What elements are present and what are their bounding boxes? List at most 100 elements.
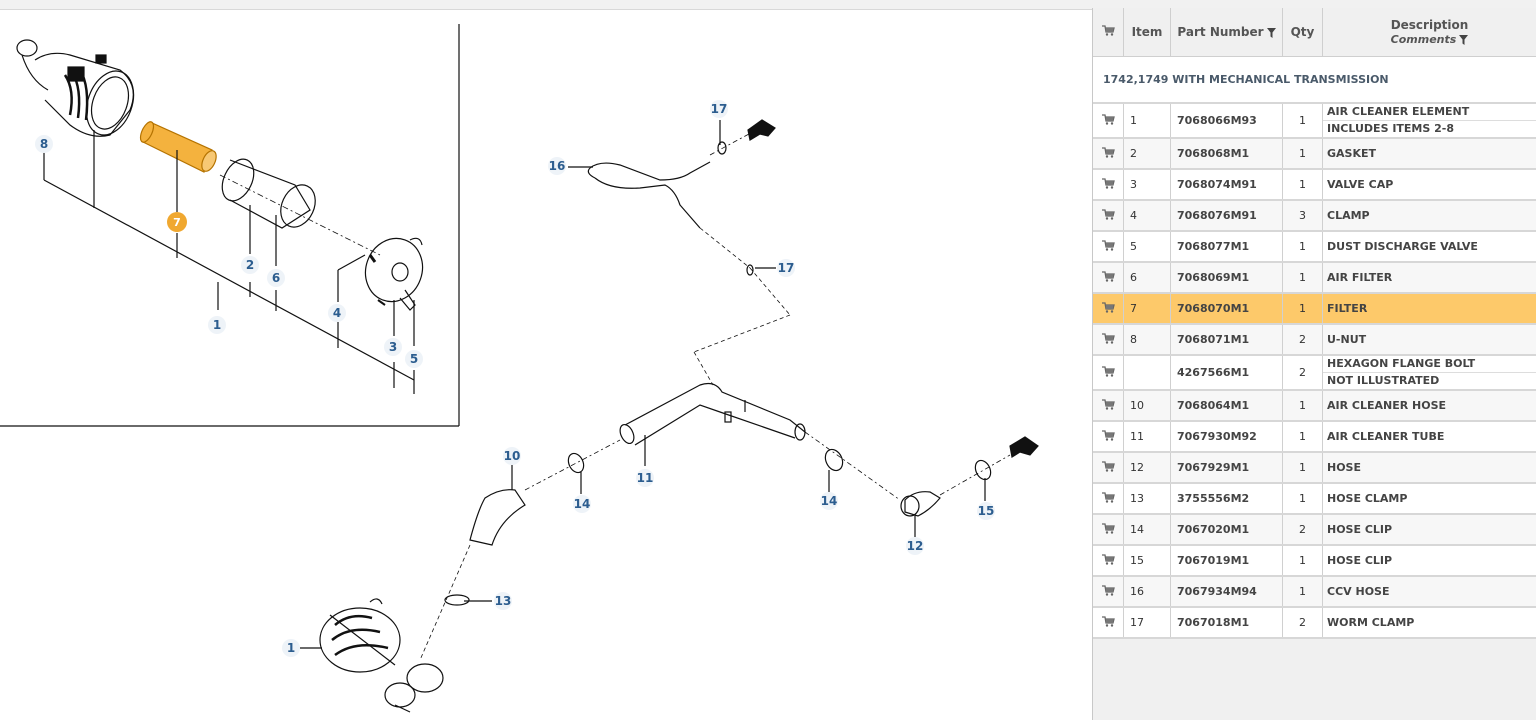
callout-inset-1[interactable]: 1 <box>208 316 226 334</box>
svg-text:8: 8 <box>40 137 48 151</box>
add-to-cart-button[interactable] <box>1093 138 1124 169</box>
row-qty: 2 <box>1283 324 1323 355</box>
row-part-number[interactable]: 7068069M1 <box>1171 262 1283 293</box>
filter-icon[interactable] <box>1459 35 1468 45</box>
callout-inset-3[interactable]: 3 <box>384 338 402 356</box>
add-to-cart-button[interactable] <box>1093 576 1124 607</box>
callout-main-16[interactable]: 16 <box>548 157 566 175</box>
row-part-number[interactable]: 7068074M91 <box>1171 169 1283 200</box>
row-item: 8 <box>1124 324 1171 355</box>
row-part-number[interactable]: 7068071M1 <box>1171 324 1283 355</box>
add-to-cart-button[interactable] <box>1093 324 1124 355</box>
row-description-cell: VALVE CAP <box>1323 169 1536 200</box>
table-empty-area <box>1093 639 1536 720</box>
callout-main-1[interactable]: 1 <box>282 639 300 657</box>
callout-main-14b[interactable]: 14 <box>820 492 838 510</box>
row-description-cell: GASKET <box>1323 138 1536 169</box>
row-part-number[interactable]: 7068076M91 <box>1171 200 1283 231</box>
cart-icon <box>1102 210 1115 223</box>
callout-main-11[interactable]: 11 <box>636 469 654 487</box>
header-item[interactable]: Item <box>1124 8 1171 57</box>
header-qty[interactable]: Qty <box>1283 8 1323 57</box>
row-description: HOSE <box>1323 461 1536 474</box>
header-part-number[interactable]: Part Number <box>1171 8 1283 57</box>
cart-icon <box>1102 272 1115 285</box>
add-to-cart-button[interactable] <box>1093 452 1124 483</box>
cart-icon <box>1102 524 1115 537</box>
row-item: 11 <box>1124 421 1171 452</box>
row-description: WORM CLAMP <box>1323 616 1536 629</box>
row-item: 13 <box>1124 483 1171 514</box>
row-part-number[interactable]: 4267566M1 <box>1171 355 1283 390</box>
cart-icon <box>1102 493 1115 506</box>
row-part-number[interactable]: 7067019M1 <box>1171 545 1283 576</box>
add-to-cart-button[interactable] <box>1093 103 1124 138</box>
callout-inset-2[interactable]: 2 <box>241 256 259 274</box>
add-to-cart-button[interactable] <box>1093 200 1124 231</box>
filter-icon[interactable] <box>1267 28 1276 38</box>
add-to-cart-button[interactable] <box>1093 483 1124 514</box>
callout-main-17b[interactable]: 17 <box>777 259 795 277</box>
main-assembly-diagram <box>300 120 1038 712</box>
row-part-number[interactable]: 7068070M1 <box>1171 293 1283 324</box>
row-description-cell: CLAMP <box>1323 200 1536 231</box>
row-part-number[interactable]: 7068064M1 <box>1171 390 1283 421</box>
row-qty: 1 <box>1283 103 1323 138</box>
callout-main-12[interactable]: 12 <box>906 537 924 555</box>
add-to-cart-button[interactable] <box>1093 421 1124 452</box>
row-part-number[interactable]: 7067020M1 <box>1171 514 1283 545</box>
callout-main-10[interactable]: 10 <box>503 447 521 465</box>
row-part-number[interactable]: 3755556M2 <box>1171 483 1283 514</box>
callout-inset-7-selected[interactable]: 7 <box>167 212 187 232</box>
callout-main-13[interactable]: 13 <box>494 592 512 610</box>
callout-main-17a[interactable]: 17 <box>710 100 728 118</box>
row-description-cell: AIR CLEANER TUBE <box>1323 421 1536 452</box>
add-to-cart-button[interactable] <box>1093 390 1124 421</box>
row-description-cell: HOSE CLIP <box>1323 514 1536 545</box>
row-part-number[interactable]: 7067930M92 <box>1171 421 1283 452</box>
cart-icon <box>1102 241 1115 254</box>
add-to-cart-button[interactable] <box>1093 355 1124 390</box>
callout-inset-4[interactable]: 4 <box>328 304 346 322</box>
row-item: 17 <box>1124 607 1171 638</box>
row-qty: 1 <box>1283 138 1323 169</box>
filter-element-7[interactable] <box>138 120 219 174</box>
row-part-number[interactable]: 7068068M1 <box>1171 138 1283 169</box>
callout-inset-6[interactable]: 6 <box>267 269 285 287</box>
row-part-number[interactable]: 7067929M1 <box>1171 452 1283 483</box>
add-to-cart-button[interactable] <box>1093 607 1124 638</box>
callout-main-14a[interactable]: 14 <box>573 495 591 513</box>
callout-inset-5[interactable]: 5 <box>405 350 423 368</box>
row-part-number[interactable]: 7067934M94 <box>1171 576 1283 607</box>
add-to-cart-button[interactable] <box>1093 293 1124 324</box>
header-description[interactable]: Description Comments <box>1323 8 1536 57</box>
callout-main-15[interactable]: 15 <box>977 502 995 520</box>
add-to-cart-button[interactable] <box>1093 262 1124 293</box>
row-item: 3 <box>1124 169 1171 200</box>
add-to-cart-button[interactable] <box>1093 514 1124 545</box>
row-part-number[interactable]: 7068066M93 <box>1171 103 1283 138</box>
callout-inset-8[interactable]: 8 <box>35 135 53 153</box>
add-to-cart-button[interactable] <box>1093 231 1124 262</box>
add-to-cart-button[interactable] <box>1093 169 1124 200</box>
row-part-number[interactable]: 7068077M1 <box>1171 231 1283 262</box>
add-to-cart-button[interactable] <box>1093 545 1124 576</box>
row-part-number[interactable]: 7067018M1 <box>1171 607 1283 638</box>
